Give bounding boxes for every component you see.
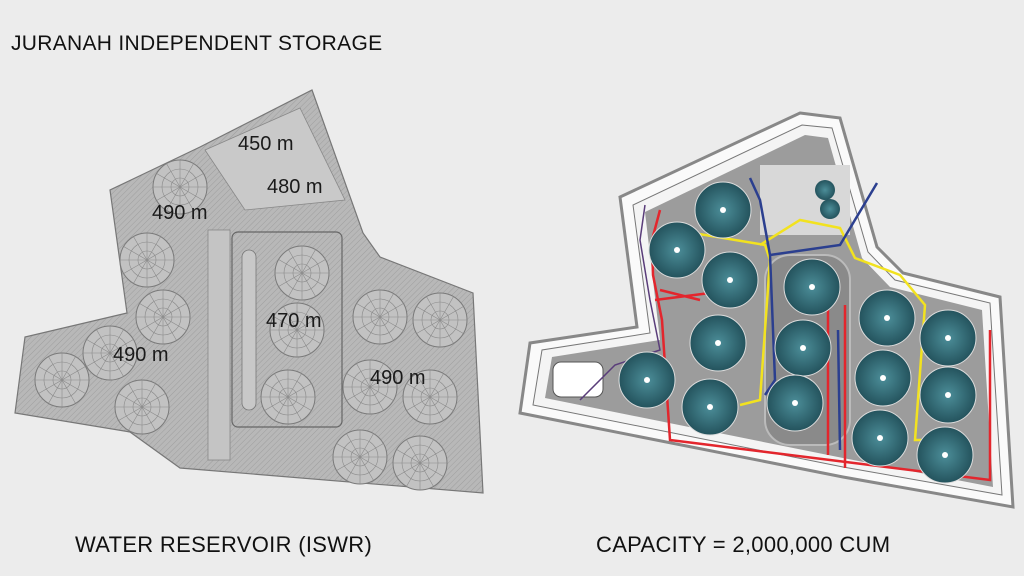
dimension-label: 490 m — [370, 367, 426, 389]
page-title: JURANAH INDEPENDENT STORAGE — [11, 32, 383, 55]
water-tank — [919, 366, 977, 424]
water-tank — [851, 409, 909, 467]
tank-outline — [260, 369, 316, 425]
water-tank — [858, 289, 916, 347]
water-tank — [774, 319, 832, 377]
tank-outline — [332, 429, 388, 485]
capacity-caption: CAPACITY = 2,000,000 CUM — [596, 532, 891, 557]
tank-outline — [119, 232, 175, 288]
water-tank — [783, 258, 841, 316]
reservoir-site-render — [518, 111, 1015, 509]
water-tank — [701, 251, 759, 309]
water-tank — [766, 374, 824, 432]
water-tank — [681, 378, 739, 436]
tank-outline — [392, 435, 448, 491]
tank-outline — [114, 379, 170, 435]
tank-outline — [34, 352, 90, 408]
left-caption: WATER RESERVOIR (ISWR) — [75, 532, 373, 557]
water-tank — [648, 221, 706, 279]
tank-outline — [82, 325, 138, 381]
tank-outline — [269, 302, 325, 358]
dimension-label: 490 m — [152, 202, 208, 224]
water-tank — [919, 309, 977, 367]
tank-outline — [412, 292, 468, 348]
reservoir-layout-plan: 450 m 480 m 490 m 470 m 490 m 490 m — [14, 89, 484, 494]
tank-outline — [274, 245, 330, 301]
water-tank — [694, 181, 752, 239]
dimension-label: 480 m — [267, 176, 323, 198]
tank-outline — [402, 369, 458, 425]
dimension-label: 490 m — [113, 344, 169, 366]
water-tank — [689, 314, 747, 372]
water-tank — [854, 349, 912, 407]
tank-outline — [352, 289, 408, 345]
dimension-label: 450 m — [238, 133, 294, 155]
tank-outline — [342, 359, 398, 415]
water-tank — [916, 426, 974, 484]
water-tank — [618, 351, 676, 409]
tank-outline — [152, 159, 208, 215]
tank-outline — [135, 289, 191, 345]
dimension-label: 470 m — [266, 310, 322, 332]
